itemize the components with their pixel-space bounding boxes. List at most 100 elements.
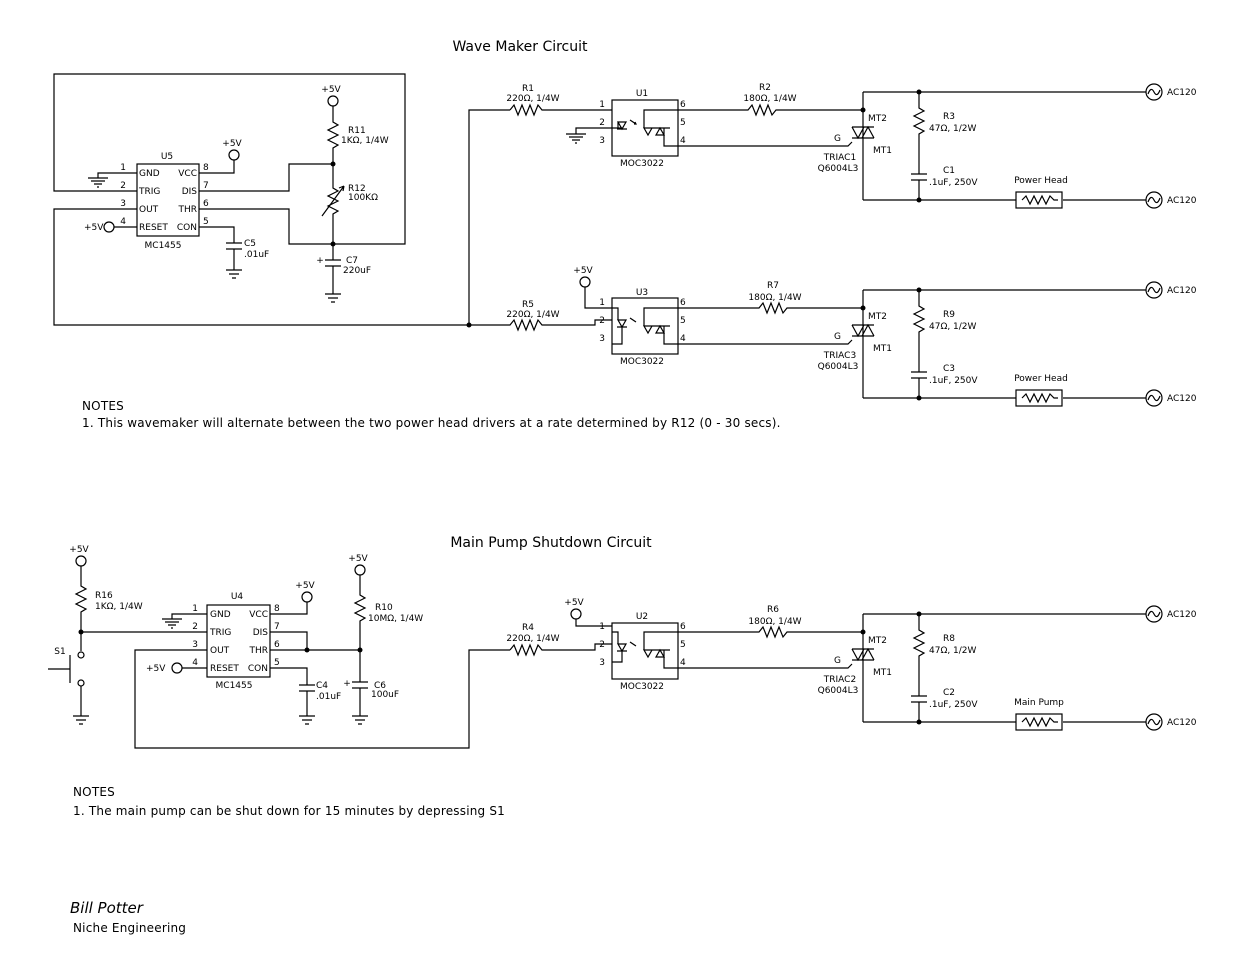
svg-text:.1uF, 250V: .1uF, 250V [929, 700, 978, 710]
svg-text:TRIG: TRIG [209, 628, 231, 638]
svg-text:+5V: +5V [321, 85, 341, 95]
c4-capacitor: C4 .01uF [299, 681, 341, 725]
svg-text:5: 5 [680, 118, 686, 128]
svg-text:1: 1 [599, 622, 605, 632]
svg-text:4: 4 [192, 658, 198, 668]
svg-text:TRIAC1: TRIAC1 [823, 153, 856, 163]
svg-text:+5V: +5V [348, 554, 368, 564]
svg-text:47Ω, 1/2W: 47Ω, 1/2W [929, 646, 977, 656]
svg-text:R2: R2 [759, 83, 771, 93]
svg-text:220Ω, 1/4W: 220Ω, 1/4W [506, 94, 559, 104]
svg-text:THR: THR [177, 205, 197, 215]
svg-text:5: 5 [680, 316, 686, 326]
svg-text:R8: R8 [943, 634, 955, 644]
r16-resistor: +5V R16 1KΩ, 1/4W [69, 545, 143, 635]
wave-output-bus [466, 109, 510, 328]
company-name: Niche Engineering [73, 921, 186, 935]
channel-u2: R4 220Ω, 1/4W +5V U2 MOC3022 1 2 3 6 5 4… [506, 598, 1197, 731]
svg-text:1: 1 [192, 604, 198, 614]
svg-text:U2: U2 [636, 612, 648, 622]
svg-text:MT2: MT2 [868, 114, 887, 124]
svg-text:AC120: AC120 [1167, 286, 1197, 296]
svg-text:THR: THR [248, 646, 268, 656]
svg-text:5: 5 [203, 217, 209, 227]
svg-text:AC120: AC120 [1167, 718, 1197, 728]
svg-text:VCC: VCC [178, 169, 197, 179]
svg-text:R16: R16 [95, 591, 113, 601]
svg-text:2: 2 [599, 316, 605, 326]
svg-text:DIS: DIS [182, 187, 198, 197]
svg-text:6: 6 [680, 298, 686, 308]
svg-text:Q6004L3: Q6004L3 [818, 686, 859, 696]
svg-text:+: + [343, 679, 351, 689]
svg-text:RESET: RESET [139, 223, 168, 233]
c6-capacitor: + C6 100uF [343, 650, 399, 725]
svg-text:5: 5 [274, 658, 280, 668]
svg-text:100uF: 100uF [371, 690, 399, 700]
svg-text:180Ω, 1/4W: 180Ω, 1/4W [743, 94, 796, 104]
svg-text:C7: C7 [346, 256, 358, 266]
svg-text:DIS: DIS [253, 628, 269, 638]
svg-text:C6: C6 [374, 681, 386, 691]
svg-text:R4: R4 [522, 623, 534, 633]
svg-text:.1uF, 250V: .1uF, 250V [929, 376, 978, 386]
svg-text:.01uF: .01uF [316, 692, 341, 702]
svg-text:AC120: AC120 [1167, 88, 1197, 98]
svg-text:Q6004L3: Q6004L3 [818, 164, 859, 174]
svg-text:1: 1 [599, 100, 605, 110]
svg-text:4: 4 [680, 658, 686, 668]
svg-text:R10: R10 [375, 603, 393, 613]
svg-text:6: 6 [274, 640, 280, 650]
svg-text:C1: C1 [943, 166, 955, 176]
svg-text:3: 3 [120, 199, 126, 209]
wave-maker-title: Wave Maker Circuit [452, 39, 588, 55]
svg-text:2: 2 [120, 181, 126, 191]
svg-text:47Ω, 1/2W: 47Ω, 1/2W [929, 124, 977, 134]
svg-text:1: 1 [599, 298, 605, 308]
svg-text:CON: CON [177, 223, 197, 233]
pump-note-1: 1. The main pump can be shut down for 15… [73, 804, 505, 818]
svg-text:.1uF, 250V: .1uF, 250V [929, 178, 978, 188]
svg-text:6: 6 [680, 622, 686, 632]
wave-notes-heading: NOTES [82, 399, 124, 413]
pump-notes-heading: NOTES [73, 785, 115, 799]
signature: Bill Potter [70, 899, 144, 917]
svg-text:R5: R5 [522, 300, 534, 310]
supply-label: +5V [222, 139, 242, 149]
svg-text:4: 4 [680, 136, 686, 146]
svg-text:Q6004L3: Q6004L3 [818, 362, 859, 372]
c7-capacitor: + C7 220uF [316, 244, 371, 303]
svg-text:OUT: OUT [210, 646, 230, 656]
svg-text:2: 2 [599, 118, 605, 128]
svg-text:3: 3 [599, 334, 605, 344]
svg-text:C4: C4 [316, 681, 328, 691]
svg-text:MT1: MT1 [873, 146, 892, 156]
svg-text:2: 2 [192, 622, 198, 632]
svg-text:220Ω, 1/4W: 220Ω, 1/4W [506, 634, 559, 644]
svg-text:7: 7 [203, 181, 209, 191]
svg-text:MC1455: MC1455 [216, 681, 253, 691]
svg-text:RESET: RESET [210, 664, 239, 674]
svg-text:G: G [834, 134, 841, 144]
svg-text:+5V: +5V [69, 545, 89, 555]
svg-text:3: 3 [599, 658, 605, 668]
svg-text:OUT: OUT [139, 205, 159, 215]
svg-text:U5: U5 [161, 152, 173, 162]
svg-text:8: 8 [203, 163, 209, 173]
svg-text:180Ω, 1/4W: 180Ω, 1/4W [748, 293, 801, 303]
svg-text:AC120: AC120 [1167, 394, 1197, 404]
svg-text:220Ω, 1/4W: 220Ω, 1/4W [506, 310, 559, 320]
svg-text:4: 4 [680, 334, 686, 344]
svg-text:R11: R11 [348, 126, 366, 136]
r12-potentiometer: R12 100KΩ [321, 161, 378, 247]
channel-u1: R1 220Ω, 1/4W U1 MOC3022 1 2 3 6 5 4 R2 … [506, 83, 1197, 209]
svg-text:MOC3022: MOC3022 [620, 357, 664, 367]
svg-text:+5V: +5V [564, 598, 584, 608]
svg-text:TRIAC2: TRIAC2 [823, 675, 856, 685]
svg-text:G: G [834, 332, 841, 342]
svg-text:S1: S1 [54, 647, 65, 657]
svg-text:C3: C3 [943, 364, 955, 374]
svg-text:R9: R9 [943, 310, 955, 320]
svg-text:R12: R12 [348, 184, 366, 194]
